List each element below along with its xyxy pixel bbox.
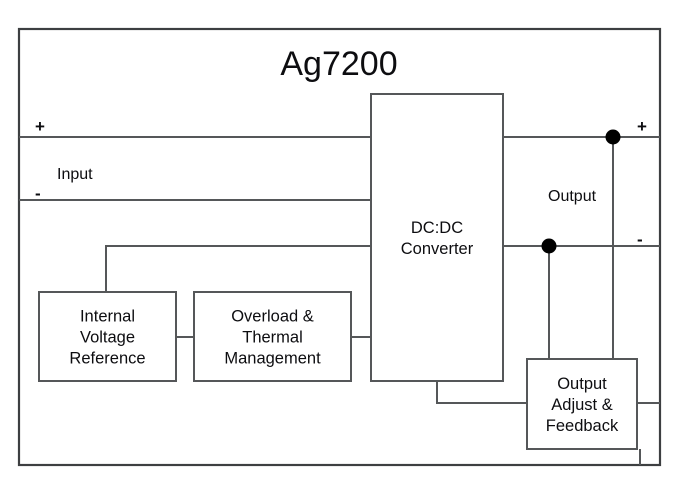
dcdc-converter-block-label-line-1: DC:DC (411, 219, 463, 237)
label-layer: Ag7200+Input-+Output- (35, 45, 647, 249)
internal-voltage-reference-block-outline (38, 291, 177, 382)
dcdc-converter-block-outline (370, 93, 504, 382)
junction-layer (541, 129, 621, 254)
input-port-label: Input (57, 166, 93, 183)
output-plus-junction (605, 129, 621, 145)
output-adjust-feedback-block-outline (526, 358, 638, 450)
output-plus-sign: + (637, 117, 647, 136)
output-minus-junction (541, 238, 557, 254)
page-title: Ag7200 (280, 45, 397, 83)
converter-to-voltage-reference-wire (105, 245, 371, 292)
block-layer: DC:DCConverterInternalVoltageReferenceOv… (38, 93, 638, 450)
internal-voltage-reference-block-label-line-1: Internal (80, 308, 135, 326)
overload-thermal-management-block-outline (193, 291, 352, 382)
internal-voltage-reference-block-label-line-3: Reference (69, 350, 145, 368)
output-adjust-feedback-block-label-line-3: Feedback (546, 417, 619, 435)
dcdc-converter-block-label-line-2: Converter (401, 240, 474, 258)
output-port-label: Output (548, 188, 597, 205)
internal-voltage-reference-block-label-line-2: Voltage (80, 329, 135, 347)
dcdc-converter-block: DC:DC Converter (370, 93, 504, 382)
overload-thermal-management-block-label-line-3: Management (224, 350, 321, 368)
overload-thermal-management-block-label-line-2: Thermal (242, 329, 303, 347)
input-plus-sign: + (35, 117, 45, 136)
output-adjust-feedback-block-label-line-1: Output (557, 375, 607, 393)
input-minus-sign: - (35, 184, 41, 203)
overload-thermal-management-block-label-line-1: Overload & (231, 308, 314, 326)
output-minus-sign: - (637, 230, 643, 249)
converter-bottom-to-feedback-wire (436, 381, 527, 404)
output-adjust-feedback-block-label-line-2: Adjust & (551, 396, 612, 414)
wire-layer (19, 136, 660, 465)
